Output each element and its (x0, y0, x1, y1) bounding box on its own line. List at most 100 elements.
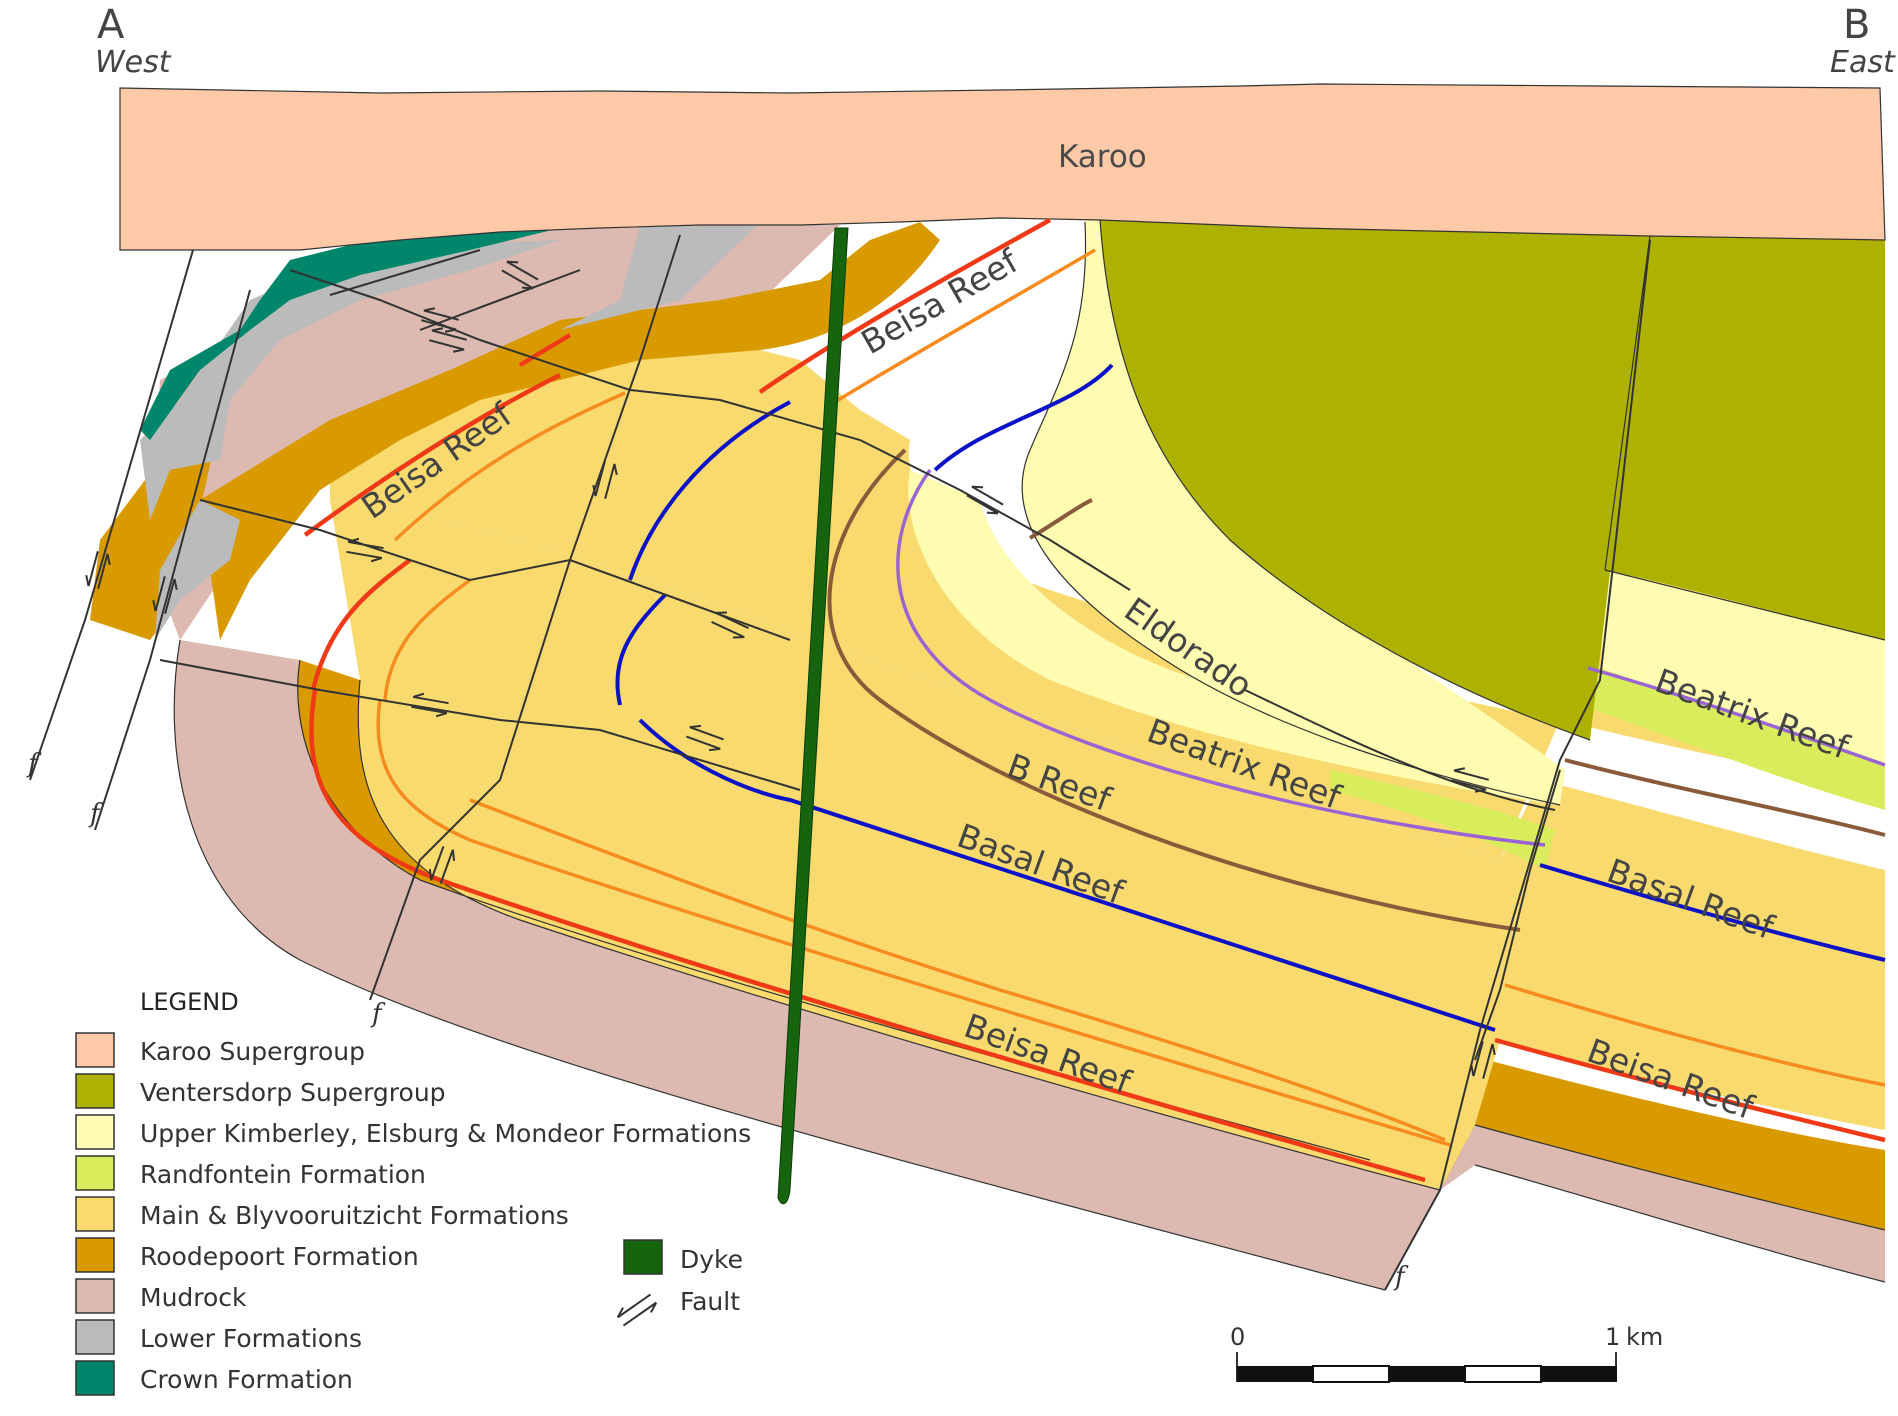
fault-arrow-icon (85, 551, 111, 589)
basal-reef-line-upper (615, 593, 667, 706)
karoo-label: Karoo (1058, 139, 1147, 175)
b-reef-line-right (1564, 758, 1886, 837)
beatrix-reef-line-right (1587, 666, 1886, 767)
main-lower (330, 500, 1885, 1190)
scale-bar: 0 1 km (1230, 1323, 1663, 1383)
legend-swatch (75, 1278, 115, 1314)
orange-marker-lower (376, 699, 1451, 1147)
legend-swatch (75, 1073, 115, 1109)
fault-arrows-icon (616, 1293, 658, 1327)
legend-item-label: Randfontein Formation (140, 1160, 426, 1189)
beisa-reef-line-upper-centre (758, 218, 1052, 394)
legend-swatch (75, 1114, 115, 1150)
lower-formations-west (155, 500, 240, 640)
legend-item-label: Lower Formations (140, 1324, 362, 1353)
basal-reef-line-right (1539, 863, 1886, 962)
fault-west-block (369, 234, 681, 1001)
scale-start-label: 0 (1230, 1323, 1245, 1351)
fault-arrows-icons (85, 260, 1496, 1079)
dyke-swatch (623, 1239, 663, 1275)
ventersdorp-right (1605, 236, 1885, 640)
formation-boundaries (173, 219, 1886, 1291)
section-start-direction: West (95, 45, 172, 80)
fault-arrow-icon (1470, 1041, 1496, 1079)
reef-lines (303, 218, 1886, 1183)
b-reef-line-centre (827, 448, 1521, 932)
fault-arrow-icon (428, 846, 456, 884)
fault-east-cut (1474, 769, 1561, 1061)
fault-crown-2 (419, 269, 581, 331)
legend-swatch (75, 1360, 115, 1396)
scale-end-label: 1 (1605, 1323, 1620, 1351)
fault-east-main (1384, 239, 1651, 1291)
faults (29, 234, 1651, 1291)
legend-swatch (75, 1032, 115, 1068)
fault-arrow-icon (686, 724, 724, 752)
roodepoort-west (90, 420, 220, 640)
upper-kimberley-right (1600, 570, 1885, 770)
fault-arrow-icon (966, 485, 1004, 515)
fault-west-inner (94, 289, 251, 831)
randfontein-centre (1330, 770, 1555, 870)
legend-item-label: Crown Formation (140, 1365, 353, 1394)
fault-arrow-icon (421, 307, 459, 333)
legend-item-label: Roodepoort Formation (140, 1242, 419, 1271)
orange-marker-right (1504, 983, 1886, 1087)
beisa-reef-line-right (1494, 1037, 1886, 1143)
fault-eldorado (1244, 689, 1556, 811)
dyke (777, 227, 849, 1205)
legend-item-label: Karoo Supergroup (140, 1037, 365, 1066)
legend-item-label: Ventersdorp Supergroup (140, 1078, 446, 1107)
fault-tag-2: f (88, 799, 104, 829)
legend-item-label: Main & Blyvooruitzicht Formations (140, 1201, 569, 1230)
scale-unit-label: km (1626, 1323, 1663, 1351)
crown-formation-band (140, 228, 560, 440)
fault-arrow-icon (411, 692, 449, 718)
fault-tag-4: f (1393, 1262, 1409, 1292)
orange-marker-left-curve (383, 578, 472, 701)
roodepoort-upper-left (200, 222, 940, 640)
fault-arrow-icon (501, 260, 539, 290)
fault-arrow-icon (346, 537, 384, 563)
fault-west-outer (29, 249, 194, 781)
legend-dyke-label: Dyke (680, 1245, 743, 1274)
fault-arrow-icon (711, 611, 749, 639)
lower-formations-upper (560, 222, 760, 330)
section-end-direction: East (1830, 45, 1896, 80)
fault-thrust-2 (199, 499, 791, 641)
roodepoort-lower (297, 660, 1886, 1230)
fault-tag-3: f (370, 999, 386, 1029)
orange-marker-upper-centre (829, 248, 1096, 407)
legend-swatch (75, 1196, 115, 1232)
basal-reef-line-top (933, 363, 1114, 472)
randfontein-right (1580, 665, 1885, 810)
fault-crown-1 (329, 249, 481, 296)
section-start-letter: A (97, 2, 125, 48)
beisa-reef-line-mid (310, 558, 412, 691)
basal-reef-line-centre (638, 718, 1496, 1032)
legend-item-label: Upper Kimberley, Elsburg & Mondeor Forma… (140, 1119, 751, 1148)
fault-arrow-icon (152, 576, 178, 614)
orange-marker-upper-left (393, 391, 626, 542)
orange-marker-lower-mid (469, 798, 1446, 1142)
karoo-cover (119, 83, 1886, 251)
fault-thrust-3 (159, 659, 801, 791)
beisa-reef-line-upper-left (303, 372, 562, 537)
beisa-reef-line-upper-stub (518, 333, 572, 367)
fault-thrust-1 (289, 269, 1131, 591)
basal-reef-line-upper2 (628, 400, 791, 581)
fault-arrow-icon (1451, 767, 1489, 793)
beatrix-reef-line-centre (896, 468, 1546, 847)
ventersdorp-centre (1100, 218, 1650, 740)
upper-kimberley-wedge (1022, 220, 1565, 805)
legend-swatch (75, 1237, 115, 1273)
section-end-letter: B (1843, 2, 1870, 48)
fault-arrow-icon (429, 327, 467, 353)
legend-swatch (75, 1319, 115, 1355)
legend-fault-label: Fault (680, 1287, 740, 1316)
beisa-reef-line-lower (309, 689, 1426, 1183)
fault-arrow-icon (592, 461, 618, 499)
